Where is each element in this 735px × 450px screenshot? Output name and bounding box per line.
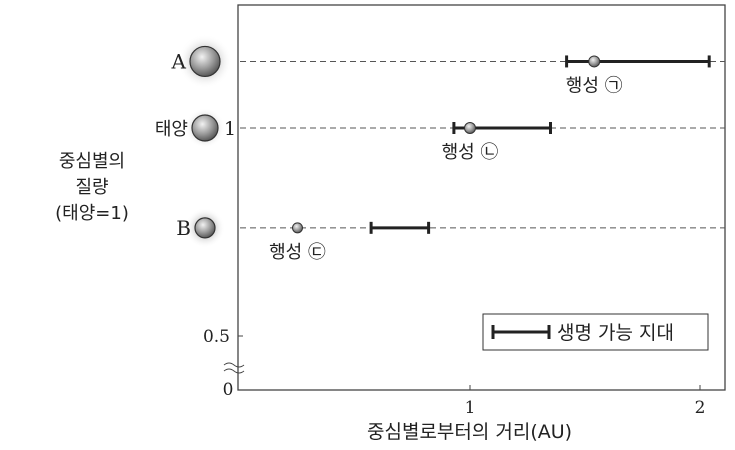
star-label: A: [171, 49, 187, 73]
star-icon: [189, 45, 221, 78]
plot-frame: [237, 4, 726, 391]
star-label: 태양: [155, 119, 188, 140]
y-tick-label: 0.5: [203, 327, 230, 347]
planet-label: 행성 ㉢: [269, 242, 326, 263]
x-axis-label: 중심별로부터의 거리(AU): [367, 421, 572, 443]
planet-label: 행성 ㉡: [442, 142, 499, 163]
star-icon: [194, 217, 216, 239]
axis-break-icon: [223, 362, 245, 374]
planet-label: 행성 ㉠: [566, 75, 623, 96]
x-tick-label: 0: [223, 380, 234, 400]
planet-marker: [292, 222, 303, 234]
star-icon: [191, 114, 219, 142]
planet-marker: [588, 55, 601, 68]
x-tick-label: 1: [465, 398, 476, 418]
y-axis-label-line1: 중심별의: [59, 151, 125, 172]
y-axis-label-line3: (태양=1): [55, 203, 129, 224]
legend: 생명 가능 지대: [482, 313, 709, 351]
y-tick-label: 1: [224, 118, 236, 140]
y-axis-label-line2: 질량: [75, 177, 108, 198]
x-tick-label: 2: [695, 398, 706, 418]
star-label: B: [176, 216, 191, 240]
legend-label: 생명 가능 지대: [557, 322, 674, 344]
planet-marker: [464, 122, 476, 134]
